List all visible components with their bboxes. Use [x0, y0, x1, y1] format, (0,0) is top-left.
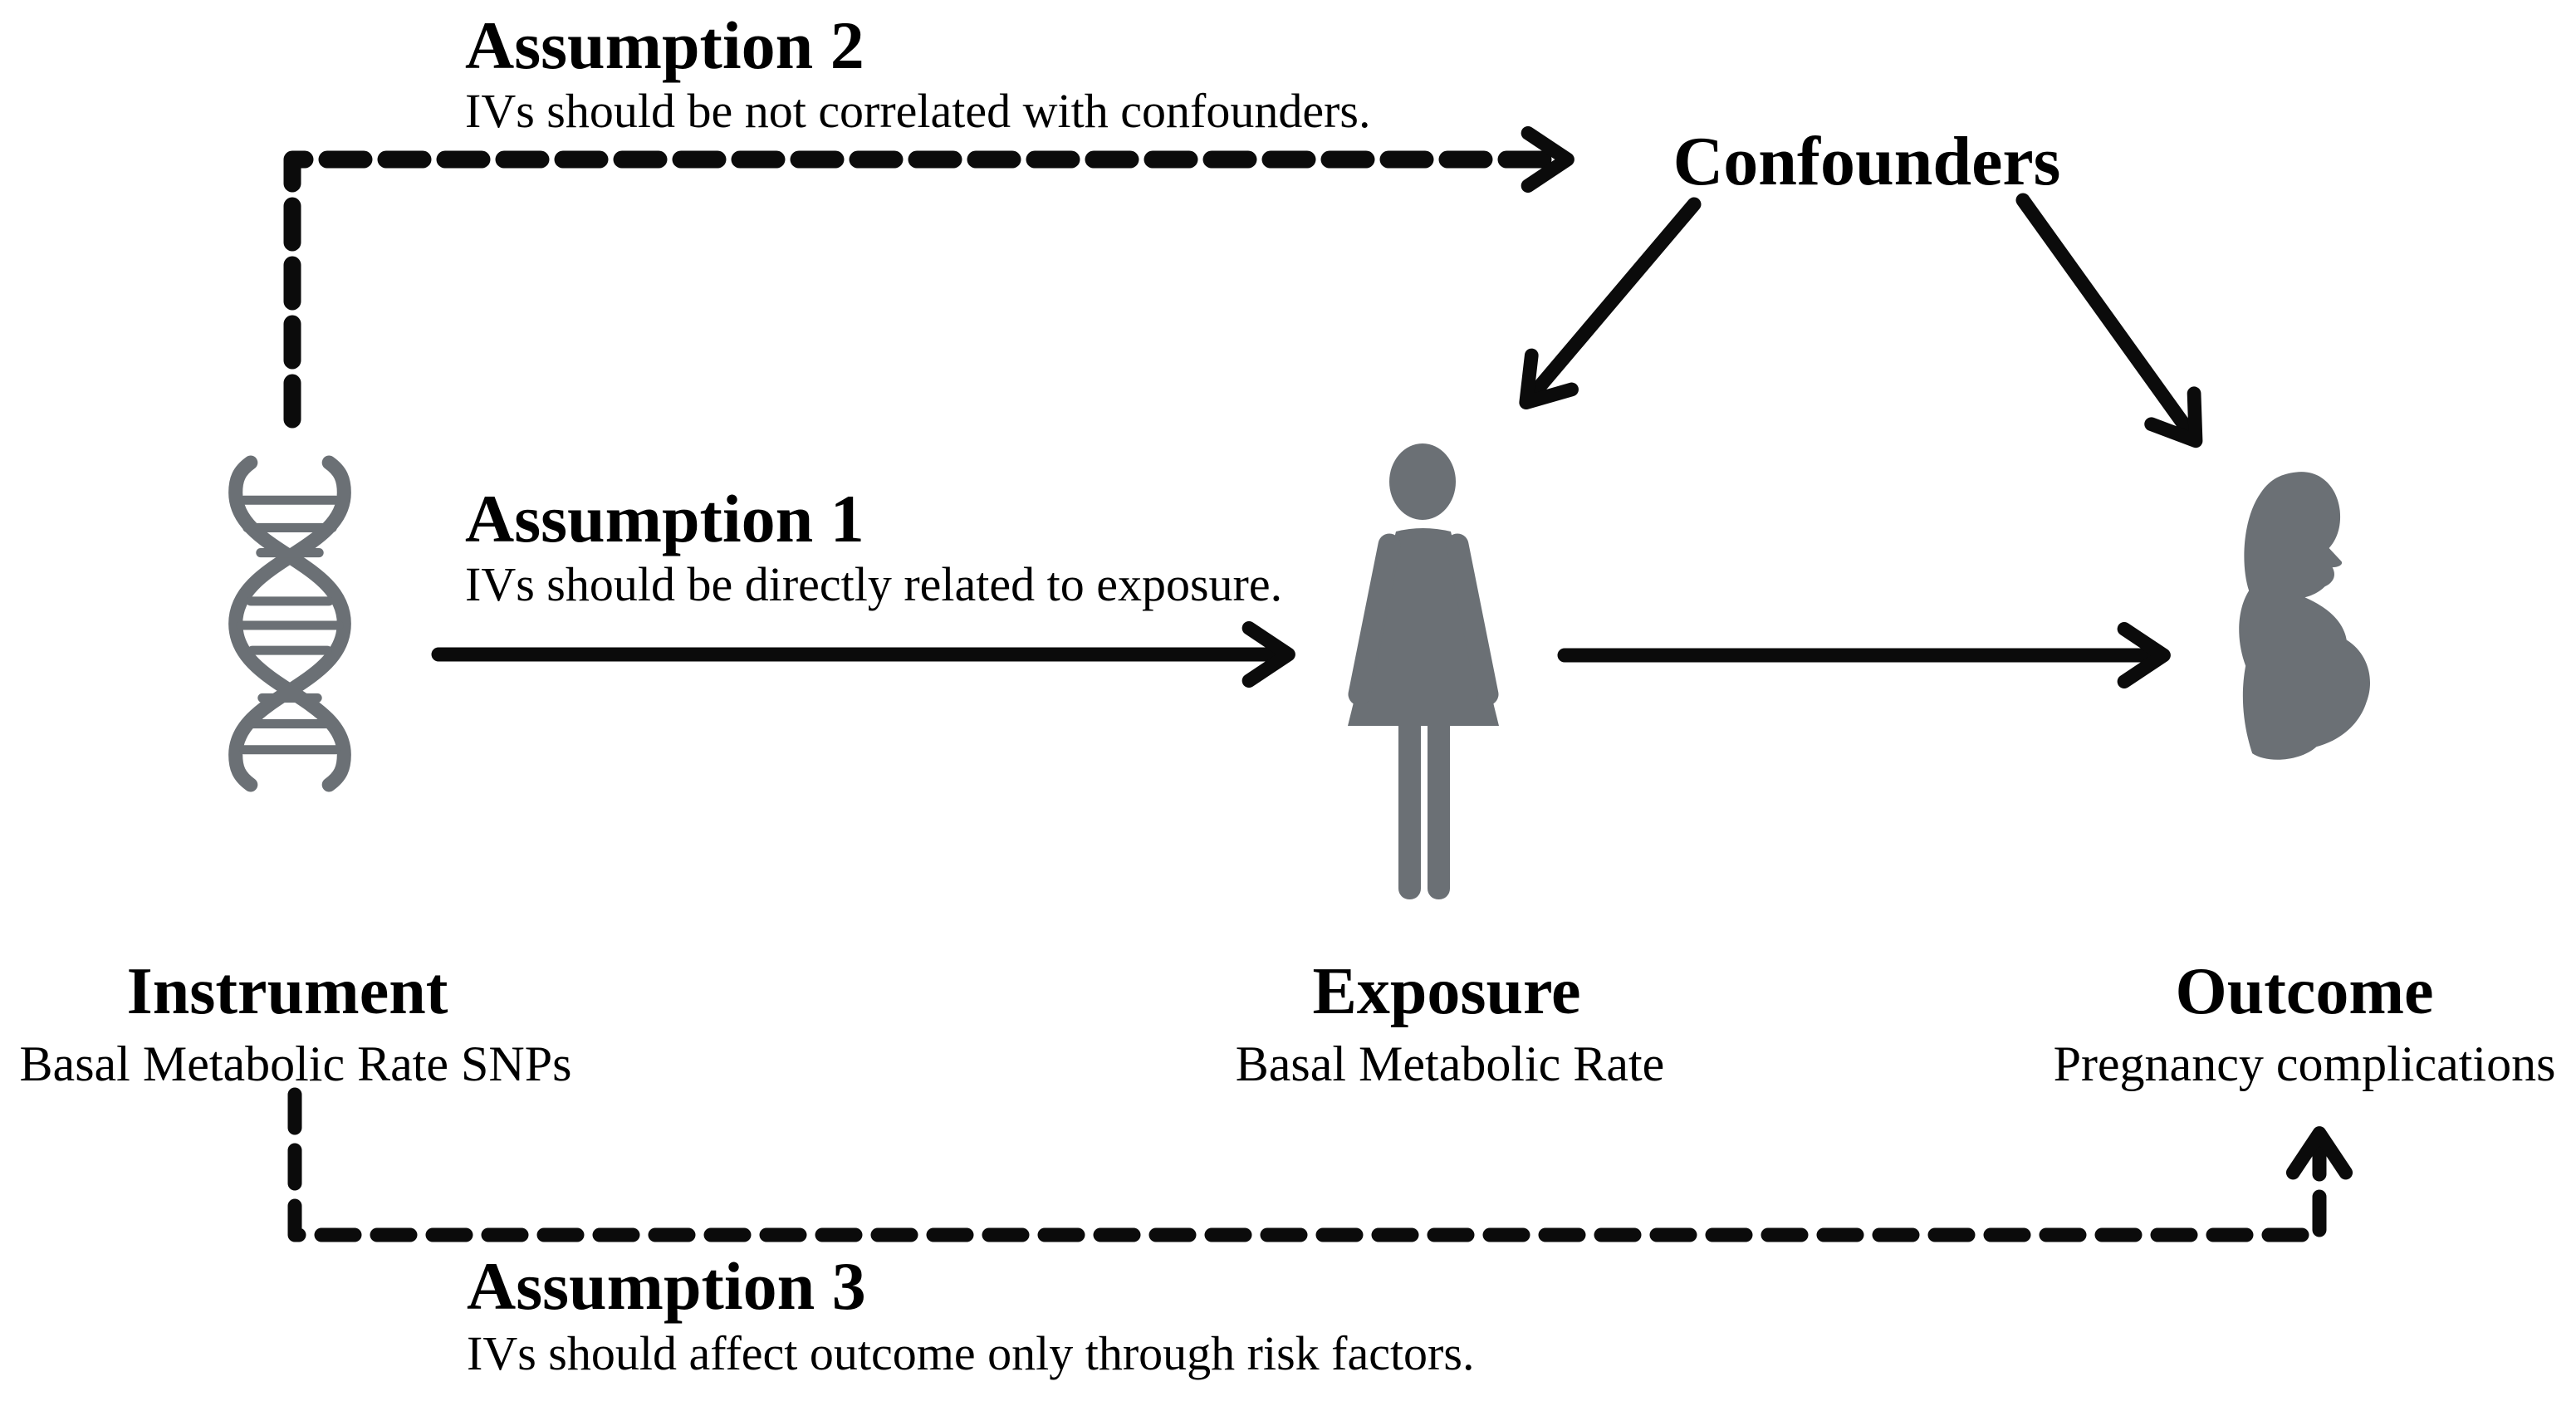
node-label-exposure: Exposure — [1312, 955, 1581, 1028]
node-sublabel-instrument: Basal Metabolic Rate SNPs — [19, 1036, 572, 1091]
woman-icon — [1348, 443, 1499, 899]
arrow-confounders-outcome — [2015, 193, 2203, 448]
node-sublabel-exposure: Basal Metabolic Rate — [1235, 1036, 1665, 1091]
node-label-instrument: Instrument — [126, 955, 448, 1028]
assumption1-title: Assumption 1 — [465, 481, 864, 556]
assumption3-title: Assumption 3 — [467, 1248, 866, 1324]
arrow-instrument-confounders-dashed — [283, 125, 1574, 429]
pregnant-woman-icon — [2239, 472, 2371, 760]
assumption2-description: IVs should be not correlated with confou… — [465, 84, 1371, 138]
assumption3-description: IVs should affect outcome only through r… — [467, 1326, 1475, 1380]
arrow-instrument-outcome-dashed — [287, 1087, 2353, 1242]
node-label-outcome: Outcome — [2175, 955, 2434, 1028]
dna-icon — [228, 455, 351, 792]
node-label-confounders: Confounders — [1672, 123, 2061, 200]
arrow-confounders-exposure — [1519, 197, 1702, 410]
assumption2-title: Assumption 2 — [465, 7, 864, 83]
node-sublabel-outcome: Pregnancy complications — [2053, 1036, 2556, 1091]
assumption1-description: IVs should be directly related to exposu… — [465, 557, 1283, 611]
